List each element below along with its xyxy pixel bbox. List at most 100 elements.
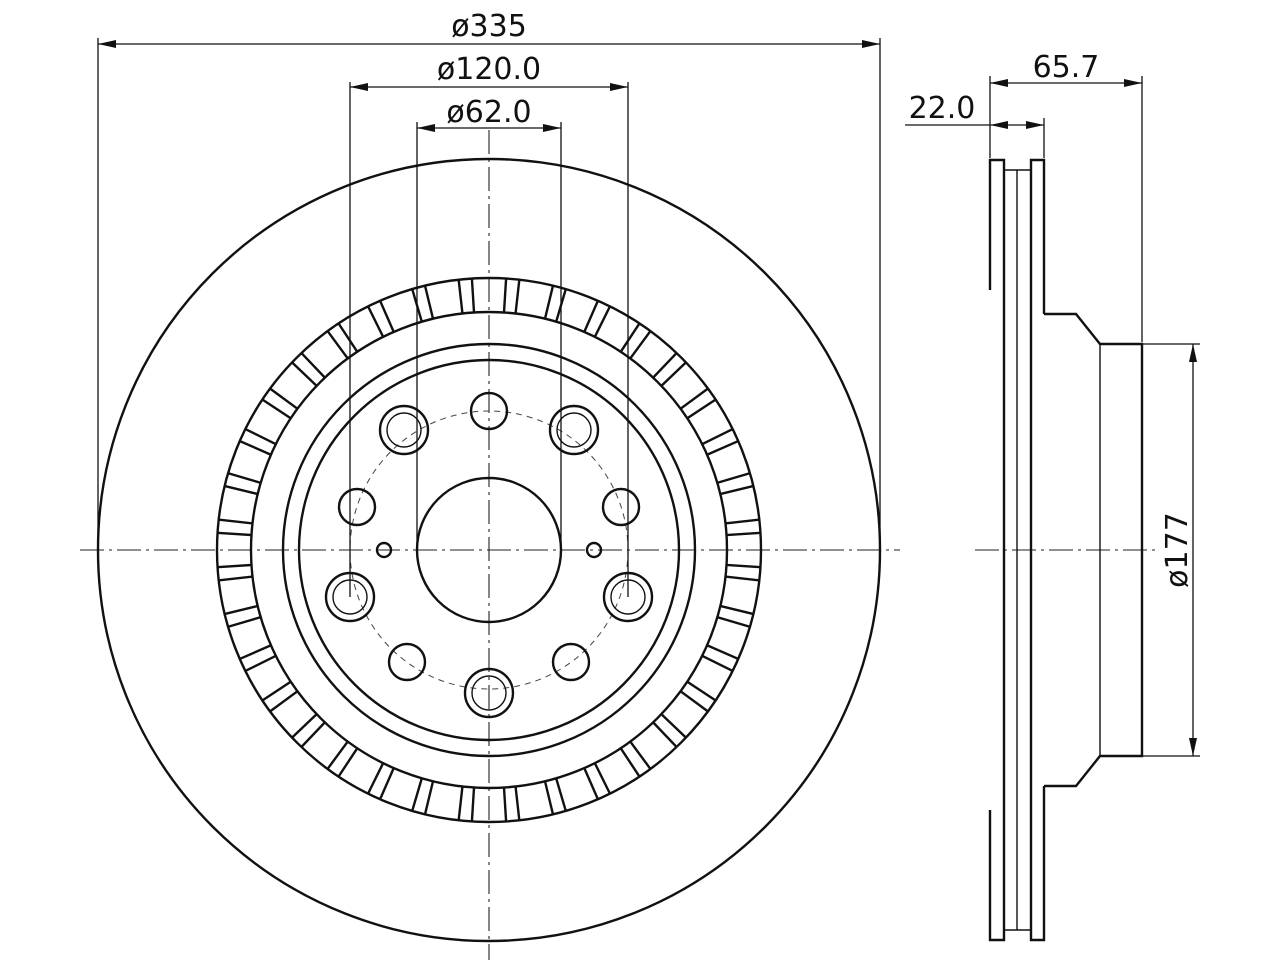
vane-edge	[470, 278, 476, 319]
vane-edge	[625, 735, 655, 775]
vane-edge	[364, 757, 387, 800]
vane-edge	[681, 395, 722, 423]
vane-edge	[674, 384, 714, 414]
plain-hole	[387, 642, 427, 682]
vane-edge	[216, 563, 258, 569]
vane-edge	[513, 278, 522, 320]
vane-edge	[376, 762, 398, 806]
vane-edge	[681, 677, 722, 705]
plain-holes	[337, 391, 641, 682]
vane-edge	[542, 279, 556, 325]
center-bore-label: ø62.0	[446, 95, 531, 130]
locating-hole	[585, 541, 603, 559]
vane-edge	[221, 614, 267, 630]
hat-inner-ring	[297, 358, 681, 742]
vane-edge	[233, 641, 277, 663]
vane-edge	[648, 717, 682, 753]
hat-diameter-label: ø177	[1160, 512, 1195, 588]
vane-edge	[296, 717, 330, 753]
outer-diameter-label: ø335	[451, 9, 527, 44]
dimension-outer-diameter: ø335	[97, 9, 881, 552]
dimension-bolt-circle: ø120.0	[349, 52, 629, 597]
dimension-total-height: 65.7	[989, 50, 1143, 342]
locating-holes	[375, 541, 603, 559]
vane-edge	[720, 563, 761, 569]
vane-edge	[218, 603, 264, 617]
vane-edge	[553, 772, 569, 818]
vane-edge	[625, 325, 655, 365]
vane-edge	[701, 641, 745, 663]
vane-edge	[542, 775, 556, 821]
friction-ring-outer-plate	[988, 158, 1006, 942]
friction-ring-inner-plate	[1029, 158, 1046, 942]
vane-edge	[696, 425, 739, 448]
vane-edge	[513, 780, 522, 823]
plain-hole	[337, 487, 377, 527]
plain-hole	[469, 391, 509, 431]
vane-edge	[656, 709, 692, 743]
bolt-circle-label: ø120.0	[437, 52, 541, 87]
vane-edge	[216, 517, 259, 526]
vane-edge	[714, 603, 760, 617]
vane-edge	[701, 437, 745, 459]
disc-front-view	[80, 130, 900, 960]
vane-edge	[323, 325, 353, 365]
vane-edge	[456, 278, 465, 320]
vane-edge	[648, 347, 682, 383]
vane-edge	[616, 317, 644, 358]
vane-edge	[656, 357, 692, 391]
vane-edge	[364, 300, 387, 343]
locating-hole	[375, 541, 393, 559]
total-height-label: 65.7	[1033, 50, 1100, 85]
vane-edge	[239, 652, 282, 675]
vane-edge	[334, 742, 362, 783]
vane-edge	[296, 347, 330, 383]
vent-ring-outer	[215, 276, 763, 824]
vane-edge	[264, 384, 304, 414]
vane-edge	[696, 652, 739, 675]
dimension-thickness: 22.0	[905, 91, 1045, 158]
vane-edge	[580, 762, 602, 806]
dimension-hat-diameter: ø177	[1142, 343, 1200, 757]
vane-edge	[218, 483, 264, 497]
vane-edge	[591, 757, 614, 800]
vane-edge	[286, 709, 322, 743]
plain-hole	[601, 487, 641, 527]
bolt-hole	[548, 404, 600, 456]
vane-edge	[256, 677, 297, 705]
dimension-center-bore: ø62.0	[416, 95, 562, 550]
vane-edge	[334, 317, 362, 358]
bolt-hole	[463, 667, 515, 719]
vane-edge	[502, 278, 508, 319]
vane-edge	[216, 574, 259, 583]
vane-edge	[720, 531, 761, 537]
vane-edge	[674, 686, 714, 716]
vane-edge	[502, 781, 508, 823]
vane-edge	[711, 470, 757, 486]
vane-edge	[239, 425, 282, 448]
vane-edge	[616, 742, 644, 783]
vane-edge	[719, 517, 761, 526]
vane-edge	[221, 470, 267, 486]
vane-edge	[233, 437, 277, 459]
vane-edge	[422, 279, 436, 325]
hat-outer-ring	[281, 342, 697, 758]
vane-edge	[264, 686, 304, 716]
thickness-label: 22.0	[909, 91, 976, 126]
vane-edge	[719, 574, 761, 583]
vane-edge	[591, 300, 614, 343]
vane-edge	[216, 531, 258, 537]
vane-edge	[580, 294, 602, 338]
vane-edge	[376, 294, 398, 338]
vane-edge	[256, 395, 297, 423]
vane-edge	[714, 483, 760, 497]
disc-side-view	[975, 158, 1160, 942]
vent-ring-inner	[249, 310, 729, 790]
bolt-hole	[378, 404, 430, 456]
vane-edge	[456, 780, 465, 823]
hat-profile	[1044, 312, 1144, 788]
plain-hole	[551, 642, 591, 682]
vane-edge	[323, 735, 353, 775]
vane-edge	[711, 614, 757, 630]
